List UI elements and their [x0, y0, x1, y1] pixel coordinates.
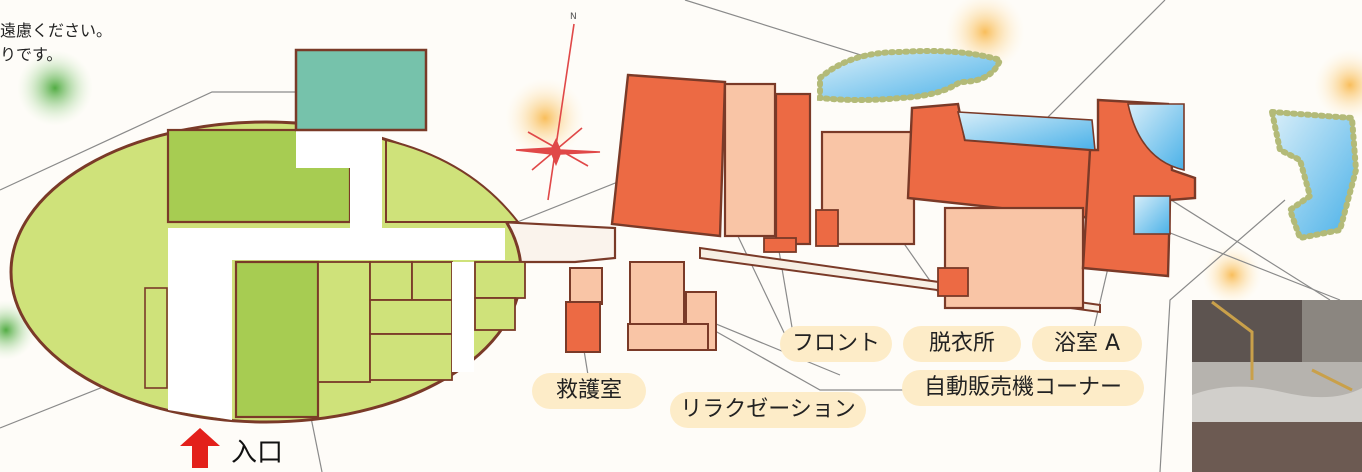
walkway — [168, 228, 505, 420]
first-aid-room — [565, 301, 601, 353]
lawn-plot — [474, 261, 526, 299]
bath-water — [1133, 195, 1171, 235]
note-line: 遠慮ください。 — [0, 21, 113, 40]
front-room — [774, 92, 812, 246]
teal-building — [294, 48, 428, 132]
bath-water — [956, 111, 1096, 151]
lawn-plot — [317, 261, 371, 383]
lawn-plot — [369, 333, 453, 381]
first-aid-annex — [569, 267, 603, 305]
note-line: りです。 — [0, 45, 63, 64]
label-dressing-room: 脱衣所 — [903, 326, 1021, 362]
relaxation-room — [627, 323, 709, 351]
lawn-plot — [144, 287, 168, 389]
front-desk — [763, 237, 797, 253]
label-first-aid-room: 救護室 — [532, 373, 646, 409]
hall-room — [723, 82, 777, 238]
label-bathroom-a: 浴室 A — [1032, 326, 1142, 362]
lawn-plot — [369, 261, 413, 301]
lamp-glow — [1314, 49, 1362, 121]
lawn-plot — [474, 297, 516, 331]
pond — [817, 48, 1004, 103]
label-entrance: 入口 — [231, 438, 284, 468]
west-lawn-area — [9, 48, 526, 424]
lamp-glow — [1202, 245, 1262, 305]
ponds — [817, 48, 1360, 242]
main-building — [610, 73, 1197, 310]
small-room — [937, 267, 969, 297]
pond — [1268, 108, 1360, 242]
walkway — [350, 128, 382, 228]
label-vending-corner: 自動販売機コーナー — [902, 370, 1144, 406]
tree-glow — [17, 50, 93, 126]
small-room — [815, 209, 839, 247]
lamp-glow — [505, 78, 585, 158]
bath-photo — [1192, 300, 1362, 472]
compass-rose-icon — [515, 23, 601, 201]
relaxation-room — [629, 261, 685, 325]
bath-photo-image — [1192, 300, 1362, 472]
lawn-plot — [234, 260, 320, 419]
lawn-plot — [385, 138, 521, 223]
hall-room — [610, 73, 727, 238]
north-label: N — [570, 12, 577, 22]
bath-water — [1127, 103, 1185, 172]
walkway — [452, 262, 474, 372]
south-buildings — [565, 261, 717, 353]
label-relaxation: リラクゼーション — [670, 392, 866, 428]
lawn-plot — [369, 299, 453, 335]
label-front: フロント — [780, 326, 892, 362]
lawn-plot — [411, 261, 453, 301]
up-arrow-icon — [180, 428, 220, 468]
